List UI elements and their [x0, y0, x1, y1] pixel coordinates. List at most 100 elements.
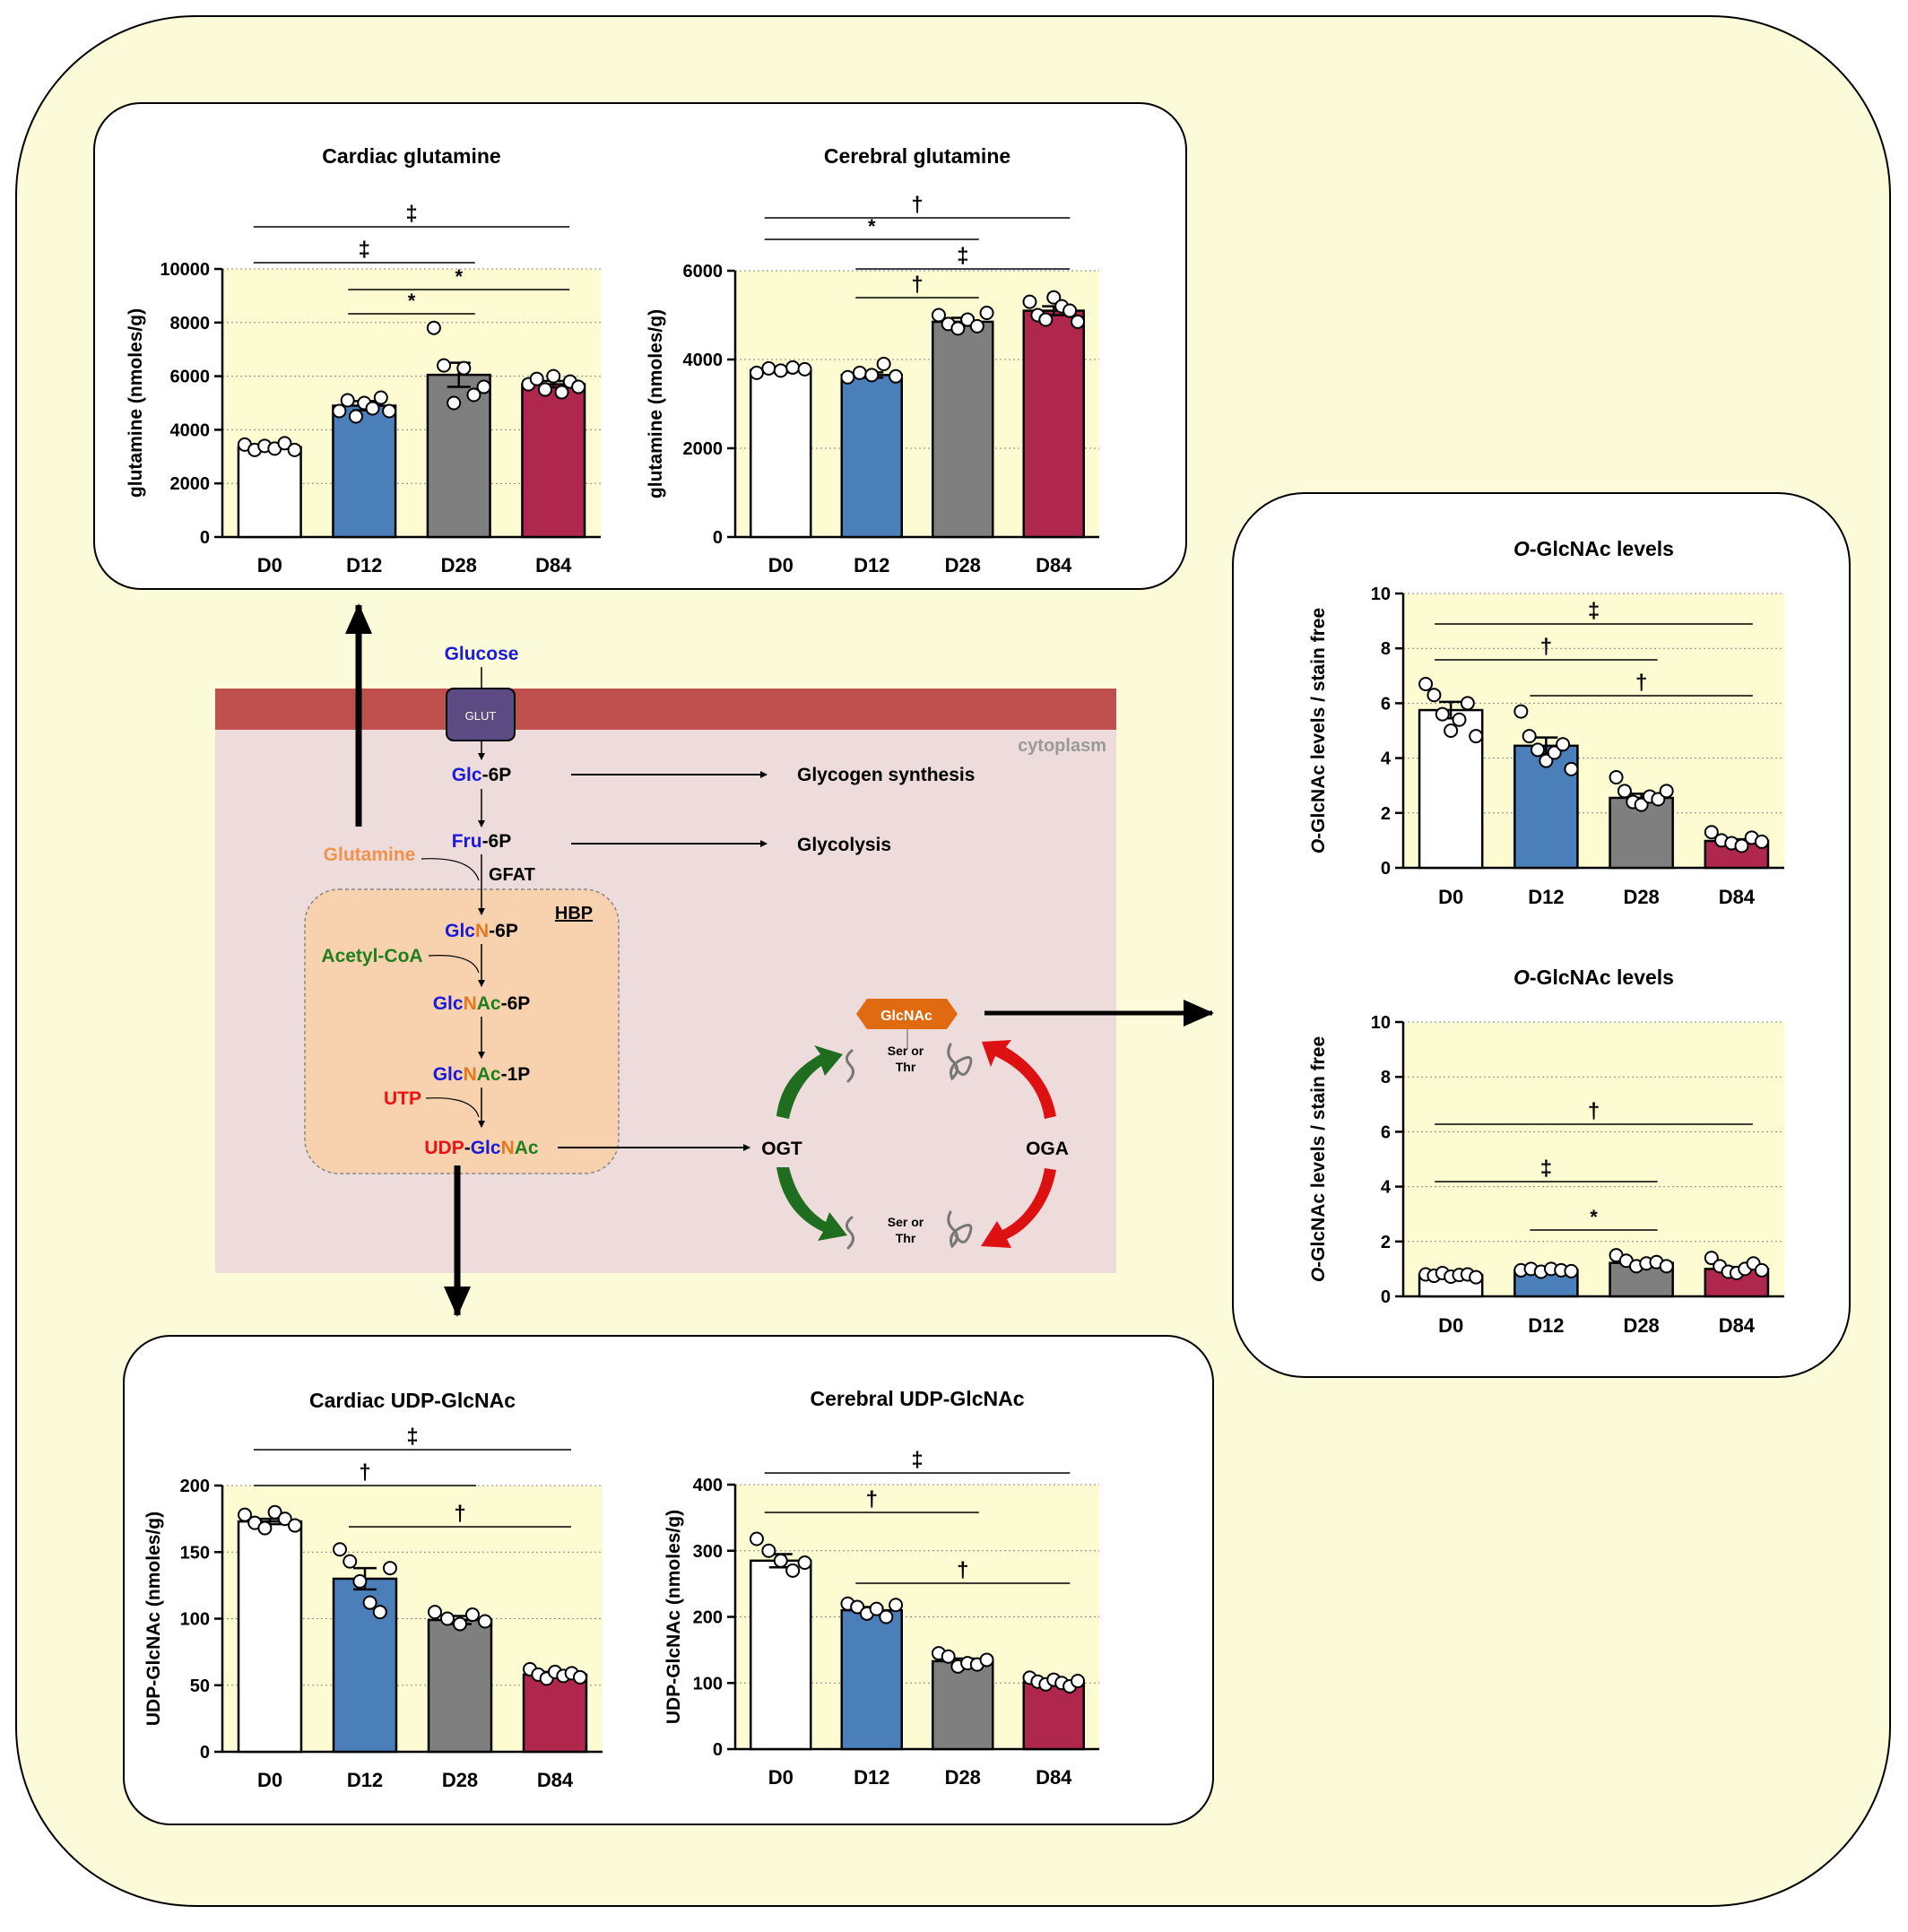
data-point [960, 312, 976, 327]
significance-symbol: ‡ [359, 238, 370, 262]
y-axis-label: O-GlcNAc levels / stain free [1308, 608, 1329, 853]
data-point [373, 390, 388, 405]
data-point [1071, 1674, 1086, 1689]
y-axis-label: UDP-GlcNAc (nmoles/g) [663, 1510, 684, 1724]
x-tick-label: D0 [257, 1769, 282, 1791]
y-tick-label: 4 [1381, 749, 1392, 769]
data-point [529, 371, 544, 386]
data-point [1469, 1269, 1484, 1285]
glutamine-label: Glutamine [324, 845, 416, 865]
y-tick-label: 2 [1381, 804, 1391, 824]
data-point [382, 1561, 397, 1576]
data-point [749, 365, 764, 380]
data-point [931, 308, 946, 323]
oga-down-arrow [982, 1040, 1056, 1119]
y-tick-label: 300 [693, 1542, 723, 1562]
data-point [1452, 712, 1467, 727]
data-point [785, 360, 801, 375]
data-point [426, 320, 441, 335]
significance-symbol: † [1635, 671, 1647, 695]
y-axis-label: glutamine (nmoles/g) [126, 308, 146, 498]
protein-top-right-icon [947, 1043, 973, 1081]
data-point [456, 360, 472, 376]
significance-symbol: * [408, 290, 416, 312]
y-axis-label: glutamine (nmoles/g) [646, 309, 666, 498]
data-point [1704, 1251, 1719, 1266]
bar [932, 320, 994, 539]
x-tick-label: D28 [1623, 1314, 1659, 1337]
x-tick-label: D0 [1438, 1314, 1463, 1337]
bar [750, 1559, 812, 1751]
significance-symbol: ‡ [957, 244, 968, 268]
y-axis-label: O-GlcNAc levels / stain free [1308, 1036, 1329, 1282]
x-tick-label: D12 [346, 554, 382, 576]
y-tick-label: 6 [1381, 694, 1391, 714]
glut-transporter [446, 688, 516, 741]
bar [932, 1659, 994, 1751]
data-point [1435, 706, 1450, 722]
significance-symbol: ‡ [405, 202, 417, 226]
glcnac-hexagon-label: GlcNAc [880, 1009, 932, 1024]
cell-membrane [215, 689, 1116, 730]
pathway-diagram: cytoplasm HBP Glucose GLUT Glc-6P Glycog… [215, 603, 1214, 1317]
glut-label: GLUT [465, 709, 497, 723]
ser-thr-bottom-1: Ser or [888, 1215, 924, 1229]
data-point [950, 321, 966, 336]
data-point [1609, 770, 1624, 785]
data-point [554, 385, 569, 400]
data-point [332, 403, 347, 419]
utp-input-arrow [425, 1097, 480, 1118]
bar [237, 1520, 303, 1754]
data-point [466, 387, 481, 403]
udp-glcnac-label: UDP-GlcNAc [424, 1138, 539, 1158]
data-point [941, 1649, 956, 1664]
significance-symbol: † [911, 193, 923, 217]
data-point [1062, 303, 1078, 318]
data-point [1460, 696, 1475, 711]
glutamine-input-arrow [421, 858, 480, 881]
data-point [238, 1507, 253, 1522]
data-point [1659, 784, 1674, 799]
significance-symbol: ‡ [406, 1425, 418, 1449]
acetylcoa-input-arrow [428, 955, 480, 974]
data-point [1617, 784, 1632, 799]
significance-symbol: * [1590, 1206, 1598, 1228]
data-point [979, 306, 994, 321]
y-tick-label: 10 [1371, 585, 1391, 604]
x-tick-label: D28 [945, 554, 981, 576]
data-point [343, 1554, 358, 1569]
x-tick-label: D12 [854, 554, 889, 576]
hbp-label: HBP [555, 904, 593, 923]
data-point [1531, 742, 1546, 758]
y-tick-label: 6000 [683, 262, 724, 282]
ser-thr-top-1: Ser or [888, 1044, 924, 1058]
bar [427, 1618, 493, 1754]
significance-symbol: † [866, 1487, 878, 1512]
protein-top-left-icon [846, 1049, 854, 1083]
data-point [850, 1599, 865, 1615]
bar [522, 1673, 588, 1754]
x-tick-label: D84 [537, 1769, 574, 1791]
ogt-down-arrow [776, 1167, 847, 1241]
data-point [333, 1542, 348, 1557]
data-point [797, 1555, 812, 1571]
data-point [1564, 761, 1579, 776]
data-point [277, 1512, 292, 1527]
chart-title: Cerebral UDP-GlcNAc [810, 1387, 1024, 1410]
y-tick-label: 8 [1381, 1068, 1391, 1087]
glycogen-label: Glycogen synthesis [797, 765, 975, 785]
data-point [889, 368, 904, 384]
significance-symbol: † [454, 1502, 465, 1526]
bar [521, 383, 586, 539]
y-axis-label: UDP-GlcNAc (nmoles/g) [143, 1512, 164, 1726]
y-tick-label: 6000 [170, 368, 211, 387]
data-point [864, 368, 880, 383]
bar [750, 368, 812, 539]
x-tick-label: D0 [1438, 886, 1463, 908]
x-tick-label: D0 [768, 1766, 794, 1789]
data-point [352, 1573, 368, 1589]
data-point [372, 1605, 387, 1620]
data-point [382, 403, 397, 419]
